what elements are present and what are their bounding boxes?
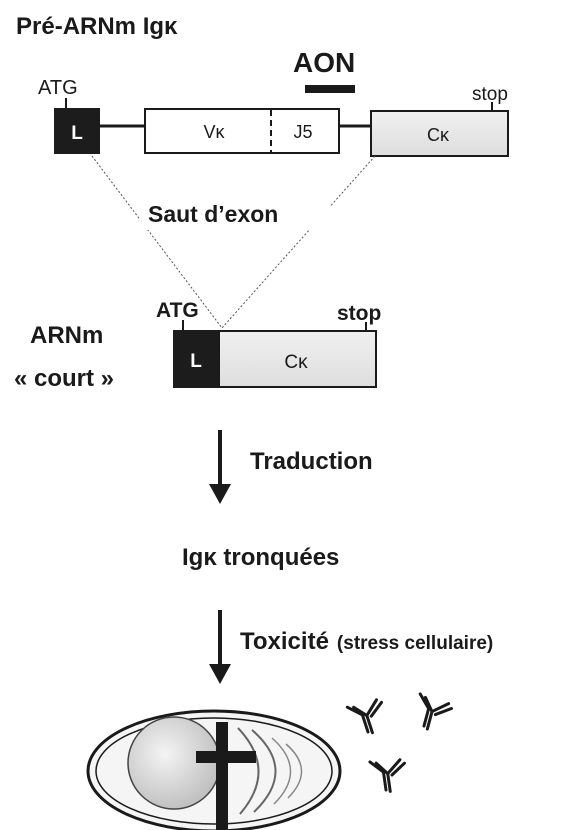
aon-bar <box>305 85 355 93</box>
short-c-exon-label: Cκ <box>284 352 308 373</box>
c-exon-label: Cκ <box>427 125 450 145</box>
v-exon-label: Vκ <box>203 122 225 142</box>
toxicity-detail: (stress cellulaire) <box>337 633 493 654</box>
dying-cell-illustration <box>88 711 340 830</box>
aon-label: AON <box>293 47 355 78</box>
j-exon-label: J5 <box>293 122 312 142</box>
pre-mrna-structure: ATG L Vκ J5 Cκ stop <box>38 77 508 156</box>
toxicity-label: Toxicité (stress cellulaire) <box>240 628 493 655</box>
translation-label: Traduction <box>250 448 373 475</box>
short-mrna-stop-label: stop <box>337 302 381 325</box>
cross-vertical <box>216 722 228 830</box>
toxicity-arrow <box>209 610 231 684</box>
pre-mrna-atg-label: ATG <box>38 77 78 99</box>
splice-label: Saut d’exon <box>148 201 278 227</box>
short-leader-label: L <box>190 351 202 372</box>
cross-horizontal <box>196 751 256 763</box>
antibody-icon-3 <box>370 757 408 793</box>
short-mrna-label-line2: « court » <box>14 365 114 392</box>
antibody-icon-2 <box>412 694 453 734</box>
short-mrna-structure: ATG L Cκ stop <box>156 299 381 388</box>
short-mrna-atg-label: ATG <box>156 299 199 322</box>
short-mrna-label-line1: ARNm <box>30 322 103 349</box>
pre-mrna-stop-label: stop <box>472 84 508 105</box>
product-label: Igκ tronquées <box>182 544 339 571</box>
toxicity-main: Toxicité <box>240 628 329 655</box>
translation-arrow <box>209 430 231 504</box>
diagram-title: Pré-ARNm Igκ <box>16 13 178 40</box>
leader-exon-label: L <box>71 123 83 144</box>
antibody-icon-1 <box>347 697 389 738</box>
